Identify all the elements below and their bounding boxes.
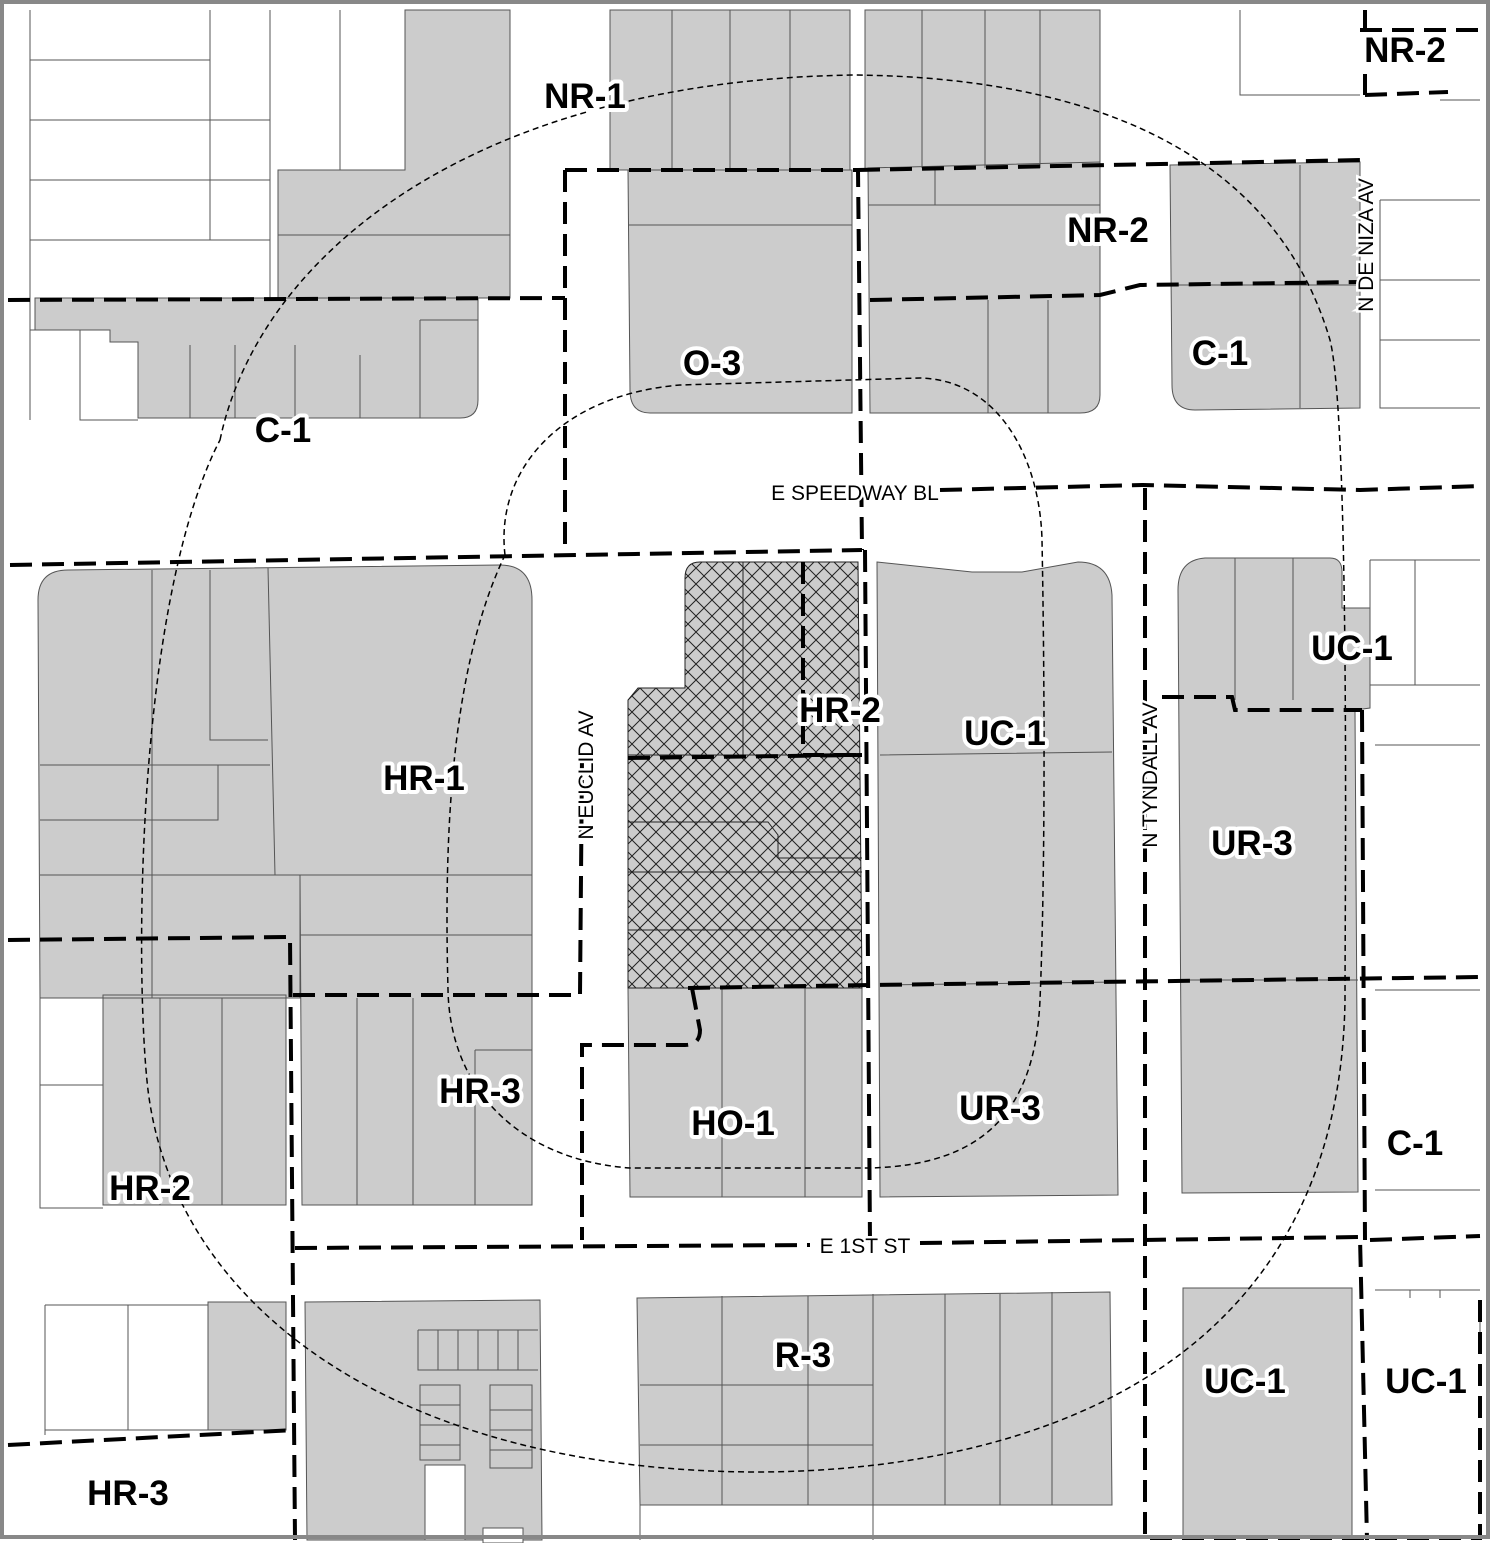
zone-label-nr2: NR-2 (1067, 211, 1149, 250)
zone-label-hr1: HR-1 (383, 759, 465, 798)
street-label-tyndall: N TYNDALL AV (1139, 702, 1162, 848)
zone-label-c1-east: C-1 (1387, 1124, 1443, 1163)
zone-label-hr3: HR-3 (439, 1072, 521, 1111)
zone-label-hr3-southwest: HR-3 (87, 1474, 169, 1513)
zone-label-ur3-right: UR-3 (1211, 824, 1293, 863)
parcels (34, 9, 1371, 1541)
zone-labels: NR-1 NR-2 NR-2 O-3 C-1 C-1 HR-1 HR-2 UC-… (83, 27, 1471, 1517)
street-label-de-niza: N DE NIZA AV (1355, 178, 1378, 312)
street-labels: E SPEEDWAY BL N EUCLID AV N TYNDALL AV N… (573, 176, 1381, 1261)
zone-label-c1-right: C-1 (1192, 334, 1248, 373)
zone-label-uc1-center: UC-1 (964, 714, 1046, 753)
zone-label-ho1: HO-1 (691, 1104, 775, 1143)
zone-label-uc1-southeast: UC-1 (1385, 1362, 1467, 1401)
street-label-speedway: E SPEEDWAY BL (771, 482, 939, 505)
street-label-1st-st: E 1ST ST (820, 1235, 911, 1258)
zone-label-uc1-right: UC-1 (1311, 629, 1393, 668)
zone-label-hr2-subject: HR-2 (799, 691, 881, 730)
street-label-euclid: N EUCLID AV (575, 710, 598, 839)
zone-label-uc1-bottom: UC-1 (1204, 1362, 1286, 1401)
parcel-lines (29, 10, 1481, 1543)
zone-label-nr1: NR-1 (544, 77, 626, 116)
zone-label-c1-left: C-1 (255, 411, 311, 450)
zone-label-ur3-center: UR-3 (959, 1089, 1041, 1128)
zone-label-r3: R-3 (775, 1336, 831, 1375)
zone-label-hr2-west: HR-2 (109, 1169, 191, 1208)
zone-label-nr2-top: NR-2 (1364, 31, 1446, 70)
zone-label-o3: O-3 (683, 344, 741, 383)
buffer-rings (140, 74, 1347, 1473)
